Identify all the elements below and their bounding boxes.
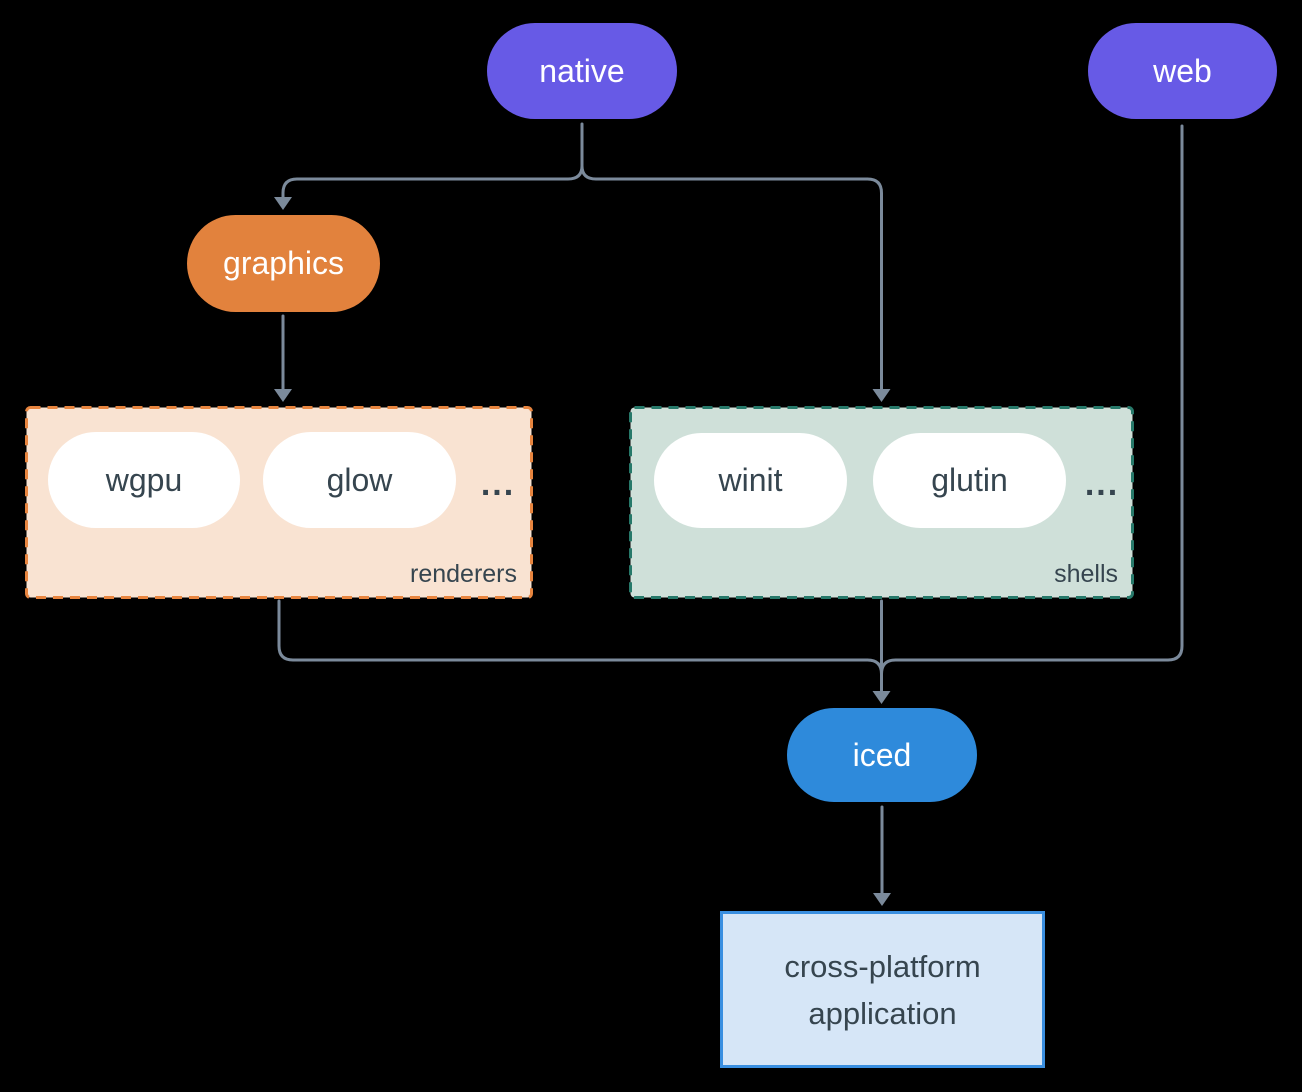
shells-ellipsis: ...: [1084, 464, 1120, 503]
edge-native-to-shells: [580, 164, 883, 391]
node-wgpu: wgpu: [48, 432, 240, 528]
application-label-line1: cross-platform: [784, 948, 981, 984]
arrowhead-graphics: [274, 197, 292, 210]
edge-renderers-to-iced: [277, 599, 883, 676]
node-native: native: [487, 23, 677, 119]
application-label-line2: application: [808, 995, 957, 1031]
arrowhead-application: [873, 893, 891, 906]
node-graphics: graphics: [187, 215, 380, 312]
arrowhead-iced: [872, 691, 891, 704]
renderers-group-label: renderers: [410, 560, 517, 588]
shells-group-label: shells: [1054, 560, 1118, 588]
shells-group: winit glutin ... shells: [629, 406, 1134, 599]
node-iced: iced: [787, 708, 977, 802]
arrowhead-renderers: [274, 389, 292, 402]
arrowhead-shells: [872, 389, 891, 402]
node-web: web: [1088, 23, 1277, 119]
edge-web-to-iced: [880, 124, 1184, 676]
edge-native-to-graphics: [281, 164, 584, 200]
node-cross-platform-application: cross-platform application: [720, 911, 1045, 1068]
node-glutin: glutin: [873, 433, 1066, 528]
node-glow: glow: [263, 432, 456, 528]
renderers-ellipsis: ...: [480, 464, 516, 503]
node-winit: winit: [654, 433, 847, 528]
renderers-group: wgpu glow ... renderers: [25, 406, 533, 599]
